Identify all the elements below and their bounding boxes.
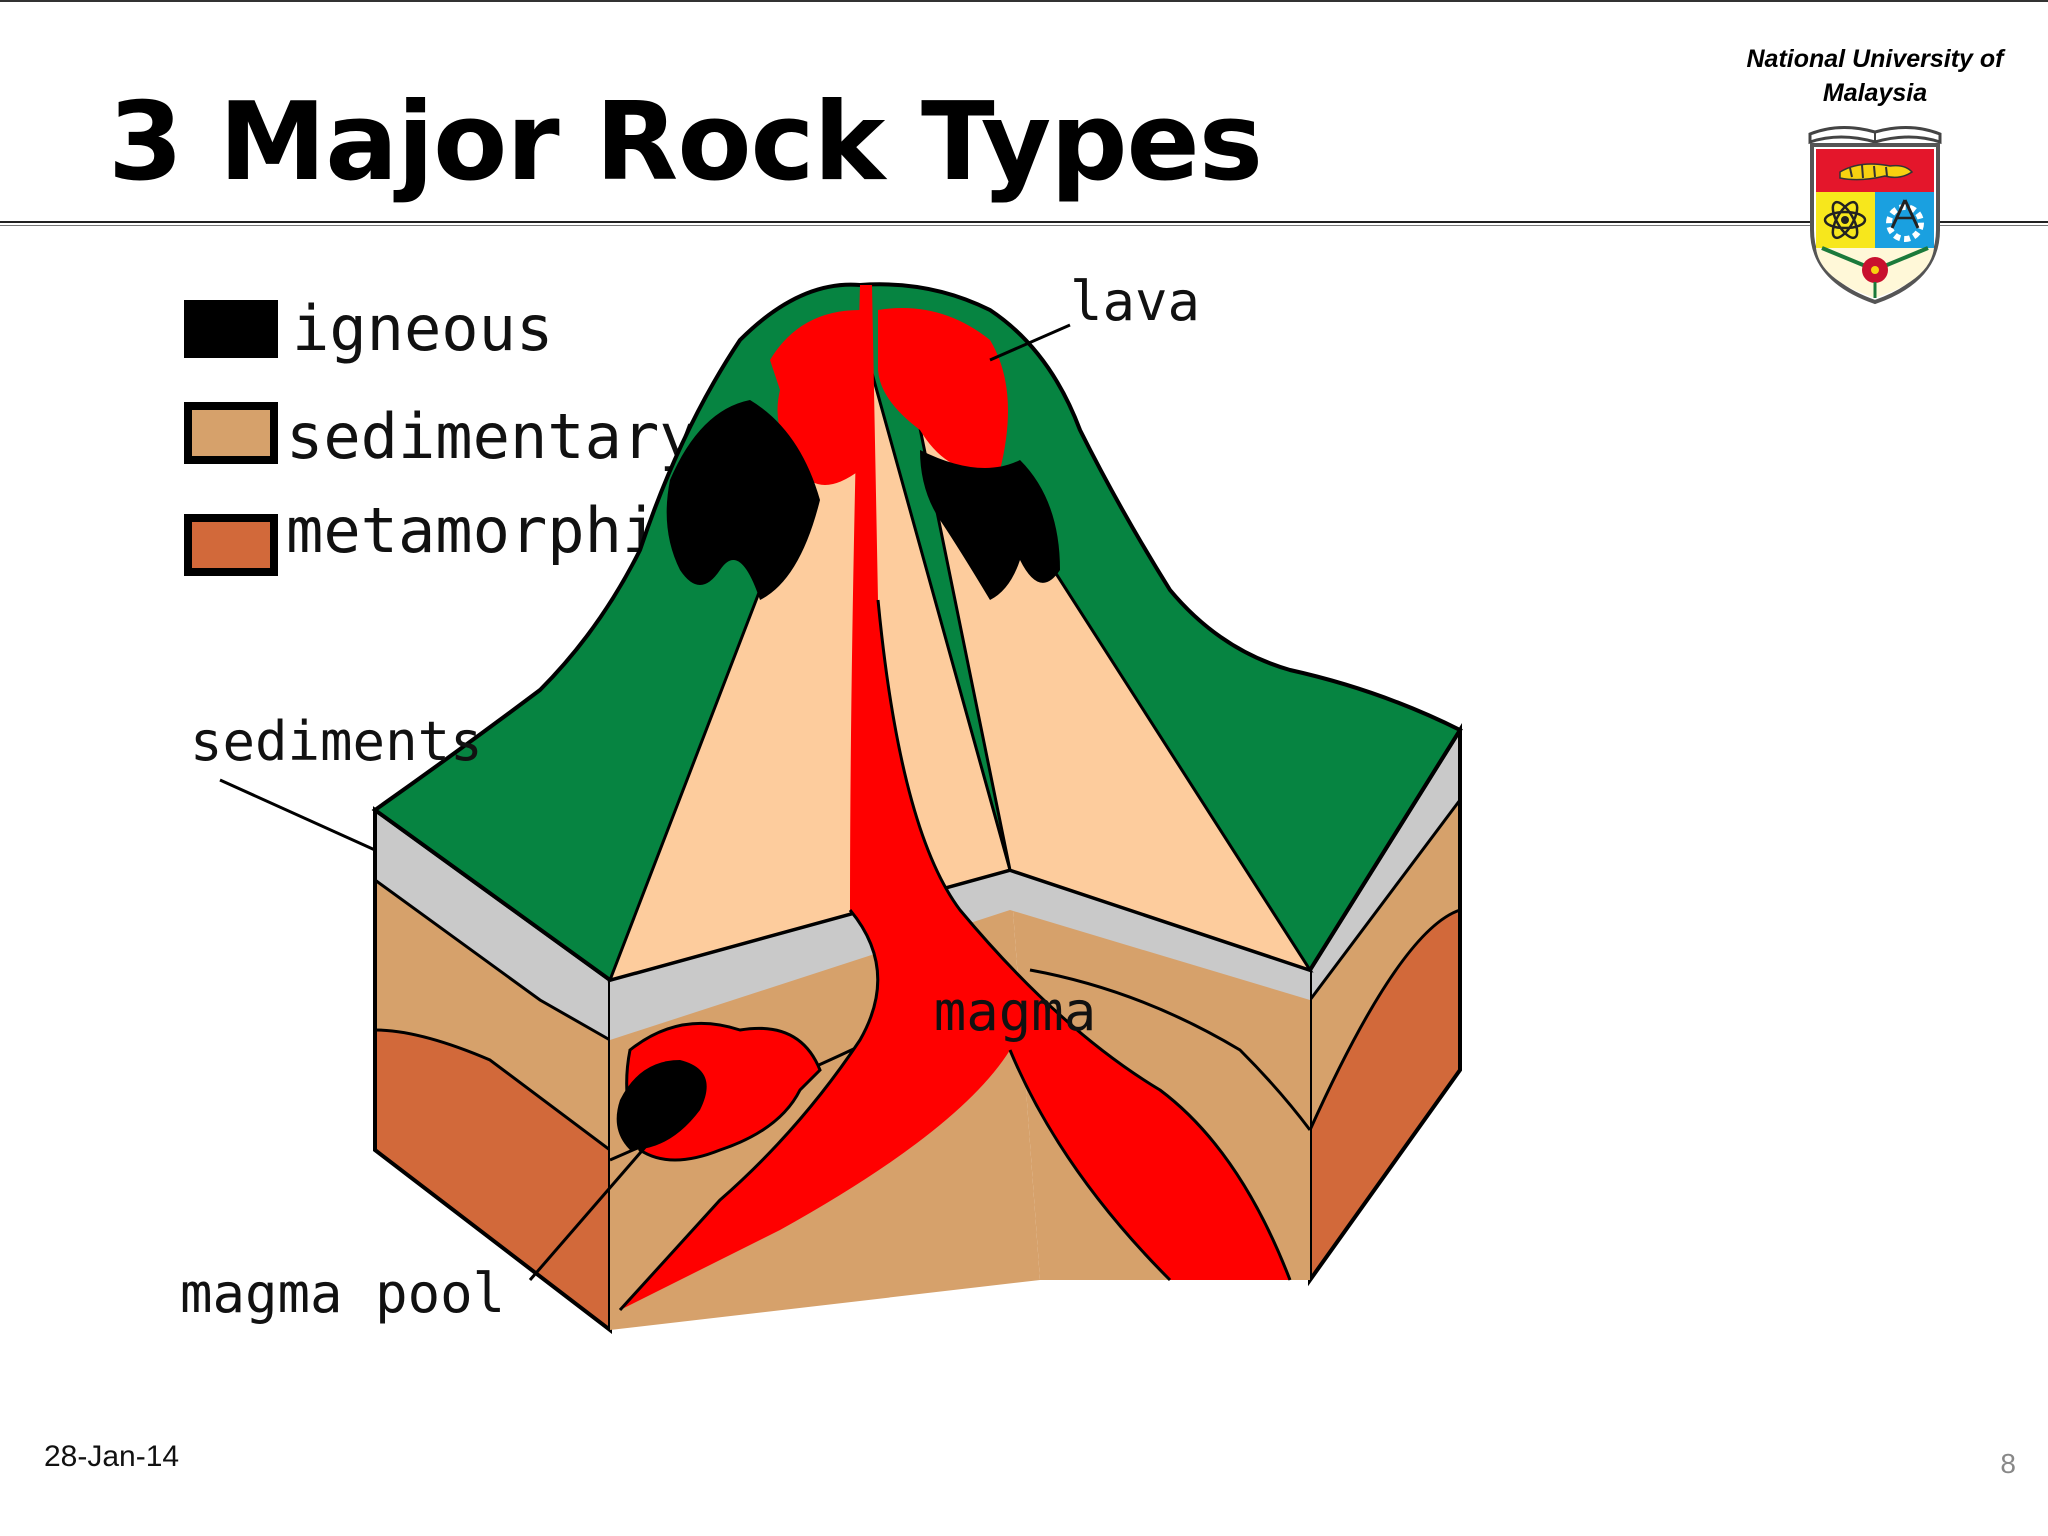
slide-date: 28-Jan-14 (44, 1440, 180, 1473)
magma-pool-leader-line (528, 1129, 662, 1281)
legend-label-sedimentary: sedimentary (286, 400, 697, 473)
institution-name: National University of Malaysia (1746, 45, 2004, 107)
label-lava: lava (1070, 270, 1200, 333)
hibiscus-icon (1862, 257, 1888, 298)
legend-label-igneous: igneous (292, 292, 553, 365)
legend-swatch-sedimentary (184, 402, 278, 464)
legend-swatch-metamorphic (184, 514, 278, 576)
label-sediments: sediments (190, 710, 483, 773)
summit-lava (666, 308, 1060, 600)
magma-pool (616, 1021, 822, 1162)
right-block-front-face (1308, 723, 1462, 1287)
university-crest (1808, 125, 1942, 305)
tiger-icon (1839, 163, 1914, 181)
compass-gear-icon (1886, 199, 1924, 242)
page-number: 8 (2000, 1448, 2016, 1479)
legend-swatch-igneous (184, 300, 278, 358)
title-rule (0, 221, 2048, 226)
top-rule (0, 0, 2048, 2)
lava-leader-line (989, 323, 1071, 362)
slide-title: 3 Major Rock Types (108, 80, 1263, 205)
open-book-icon (1808, 125, 1942, 145)
legend-label-metamorphic: metamorphic (286, 494, 697, 567)
atom-icon (1823, 200, 1867, 240)
rock-types-diagram: igneous sedimentary metamorphic (180, 270, 1463, 1335)
label-magma-pool: magma pool (180, 1262, 505, 1325)
legend: igneous sedimentary metamorphic (184, 292, 697, 576)
label-magma: magma (934, 980, 1097, 1043)
sediments-leader-line (219, 778, 376, 852)
magma-body (618, 285, 1292, 1312)
